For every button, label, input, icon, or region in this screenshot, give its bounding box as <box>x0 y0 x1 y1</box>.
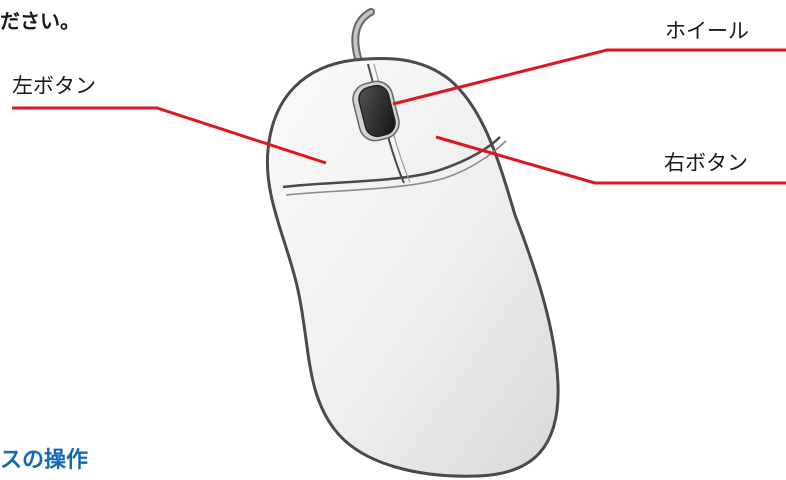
mouse-body <box>267 58 558 476</box>
